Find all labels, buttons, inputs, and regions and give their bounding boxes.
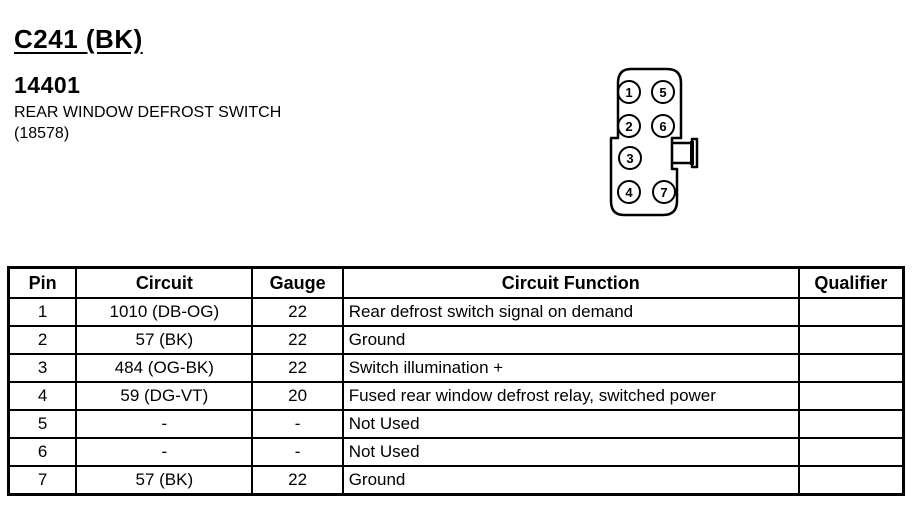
qualifier-cell bbox=[797, 381, 905, 411]
function-cell: Ground bbox=[341, 465, 800, 496]
table-row-pin-7: 7 57 (BK) 22 Ground bbox=[7, 465, 905, 496]
header-qualifier: Qualifier bbox=[797, 266, 905, 299]
connector-id-title: C241 (BK) bbox=[14, 24, 143, 54]
pin-2-label: 2 bbox=[625, 119, 632, 134]
gauge-cell: - bbox=[251, 409, 344, 439]
function-cell: Not Used bbox=[341, 409, 800, 439]
function-cell: Rear defrost switch signal on demand bbox=[341, 297, 800, 327]
pin-6-cavity bbox=[651, 114, 675, 138]
connector-body-outline bbox=[609, 67, 683, 217]
part-number: 14401 bbox=[14, 72, 81, 98]
circuit-cell: 1010 (DB-OG) bbox=[75, 297, 254, 327]
pin-cell: 7 bbox=[7, 465, 78, 496]
circuit-cell: 57 (BK) bbox=[75, 325, 254, 355]
pin-cell: 2 bbox=[7, 325, 78, 355]
circuit-cell: 57 (BK) bbox=[75, 465, 254, 496]
qualifier-cell bbox=[797, 325, 905, 355]
connector-latch-bar bbox=[690, 141, 694, 165]
gauge-cell: 22 bbox=[251, 297, 344, 327]
pin-cell: 1 bbox=[7, 297, 78, 327]
circuit-cell: 484 (OG-BK) bbox=[75, 353, 254, 383]
function-cell: Switch illumination + bbox=[341, 353, 800, 383]
qualifier-cell bbox=[797, 437, 905, 467]
table-row-pin-1: 1 1010 (DB-OG) 22 Rear defrost switch si… bbox=[7, 297, 905, 327]
basic-part-number: (18578) bbox=[14, 125, 70, 142]
pin-5-cavity bbox=[651, 80, 675, 104]
table-row-pin-6: 6 - - Not Used bbox=[7, 437, 905, 467]
pin-7-label: 7 bbox=[660, 185, 667, 200]
gauge-cell: 22 bbox=[251, 325, 344, 355]
header-gauge: Gauge bbox=[251, 266, 344, 299]
pin-3-cavity bbox=[618, 146, 642, 170]
circuit-cell: - bbox=[75, 409, 254, 439]
function-cell: Fused rear window defrost relay, switche… bbox=[341, 381, 800, 411]
table-row-pin-3: 3 484 (OG-BK) 22 Switch illumination + bbox=[7, 353, 905, 383]
function-cell: Ground bbox=[341, 325, 800, 355]
pin-4-label: 4 bbox=[625, 185, 633, 200]
qualifier-cell bbox=[797, 409, 905, 439]
pin-1-cavity bbox=[617, 80, 641, 104]
pin-3-label: 3 bbox=[626, 151, 633, 166]
table-row-pin-5: 5 - - Not Used bbox=[7, 409, 905, 439]
table-row-pin-4: 4 59 (DG-VT) 20 Fused rear window defros… bbox=[7, 381, 905, 411]
gauge-cell: 20 bbox=[251, 381, 344, 411]
header-circuit: Circuit bbox=[75, 266, 254, 299]
header-pin: Pin bbox=[7, 266, 78, 299]
qualifier-cell bbox=[797, 353, 905, 383]
function-cell: Not Used bbox=[341, 437, 800, 467]
gauge-cell: - bbox=[251, 437, 344, 467]
gauge-cell: 22 bbox=[251, 353, 344, 383]
pin-cell: 6 bbox=[7, 437, 78, 467]
pin-1-label: 1 bbox=[625, 85, 632, 100]
gauge-cell: 22 bbox=[251, 465, 344, 496]
qualifier-cell bbox=[797, 465, 905, 496]
pin-cell: 4 bbox=[7, 381, 78, 411]
circuit-cell: 59 (DG-VT) bbox=[75, 381, 254, 411]
pin-7-cavity bbox=[652, 180, 676, 204]
pin-cell: 3 bbox=[7, 353, 78, 383]
table-header-row: Pin Circuit Gauge Circuit Function Quali… bbox=[7, 266, 905, 299]
header-function: Circuit Function bbox=[341, 266, 800, 299]
pin-2-cavity bbox=[617, 114, 641, 138]
pin-4-cavity bbox=[617, 180, 641, 204]
table-row-pin-2: 2 57 (BK) 22 Ground bbox=[7, 325, 905, 355]
circuit-cell: - bbox=[75, 437, 254, 467]
qualifier-cell bbox=[797, 297, 905, 327]
connector-diagram: 1 5 2 6 3 4 7 bbox=[609, 67, 699, 217]
pin-5-label: 5 bbox=[659, 85, 666, 100]
part-description: REAR WINDOW DEFROST SWITCH bbox=[14, 104, 282, 121]
pin-6-label: 6 bbox=[659, 119, 666, 134]
pinout-table: Pin Circuit Gauge Circuit Function Quali… bbox=[7, 266, 905, 496]
pin-cell: 5 bbox=[7, 409, 78, 439]
